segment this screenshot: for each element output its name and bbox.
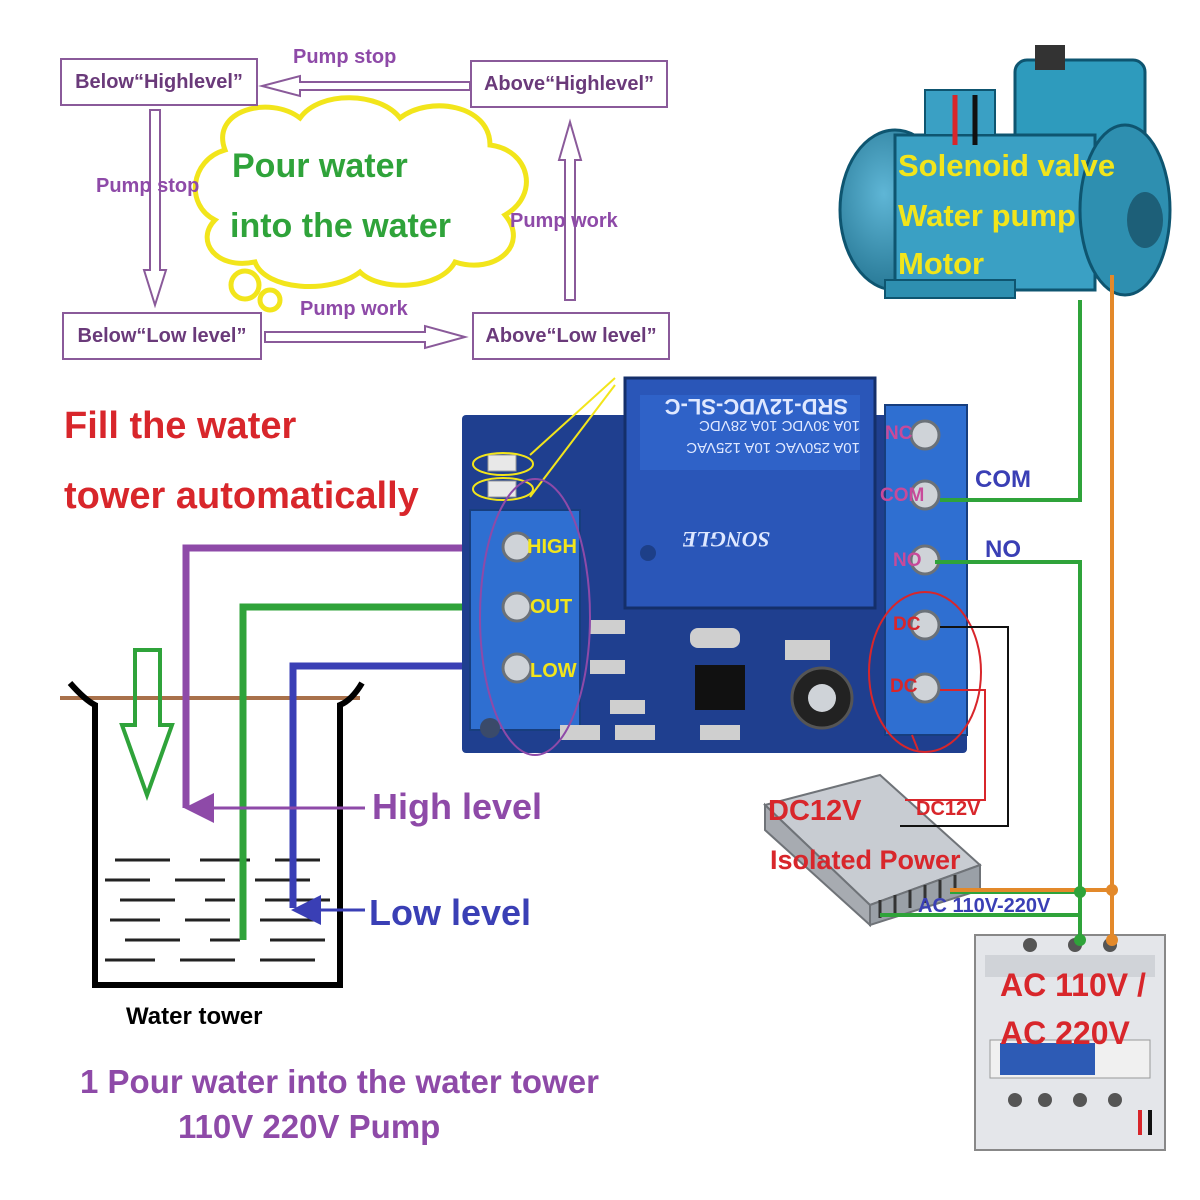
box-above-high-level: Above“Highlevel” [470,60,668,108]
thought-cloud [192,95,529,313]
terminal-out-label: OUT [530,596,573,618]
breaker-label-line2: AC 220V [1000,1015,1130,1051]
probe-wires [182,544,520,940]
arrow-right-label: Pump work [510,210,618,232]
caption-line2: 110V 220V Pump [178,1108,441,1145]
led-power [487,454,517,472]
water-tower [60,648,365,988]
relay-board [462,376,982,756]
arrow-left-label: Pump stop [96,175,200,197]
title-line1: Fill the water [64,405,297,447]
circuit-breaker [974,934,1166,1151]
relay-rating-line1: 10A 250VAC 10A 125VAC [686,439,860,456]
relay-rating-line2: 10A 30VDC 10A 28VDC [699,417,860,434]
cloud-text-line1: Pour water [232,147,408,185]
terminal-low-label: LOW [530,660,577,682]
arrow-right-up [557,118,583,301]
power-label-line2: Isolated Power [770,845,961,875]
pump-label-line1: Solenoid valve [898,148,1116,183]
box-below-low-label: Below“Low level” [77,324,247,347]
dc12v-wire-label: DC12V [916,798,981,820]
probe-terminal-highlight [479,478,591,756]
wire-com-label: COM [975,466,1031,493]
inflow-arrow-icon [119,648,175,801]
terminal-high-label: HIGH [527,536,577,558]
low-level-label: Low level [369,892,532,933]
power-label-line1: DC12V [768,795,862,827]
cloud-text-line2: into the water [230,207,452,245]
terminal-dc2-label: DC [890,676,918,697]
arrow-top-label: Pump stop [293,46,397,68]
flow-chart [142,74,583,350]
high-level-label: High level [372,786,543,827]
wire-no-label: NO [985,536,1021,563]
pump-label-line2: Water pump [898,198,1076,233]
box-above-low-label: Above“Low level” [485,324,657,347]
terminal-dc1-label: DC [893,614,921,635]
arrow-left-down [142,109,168,309]
terminal-no-label: NO [893,550,922,571]
relay-brand-label: SONGLE [681,527,770,552]
arrow-bottom-right [264,324,469,350]
box-below-high-level: Below“Highlevel” [60,58,258,106]
box-below-low-level: Below“Low level” [62,312,262,360]
terminal-com-label: COM [880,485,925,506]
mains-wiring [880,275,1118,946]
pump-label-line3: Motor [898,246,985,281]
water-tower-label: Water tower [126,1003,263,1030]
water-pump [838,45,1172,299]
title-line2: tower automatically [64,475,419,517]
box-above-high-label: Above“Highlevel” [483,72,655,95]
ac-input-label: AC 110V-220V [918,895,1051,917]
breaker-label-line1: AC 110V / [1000,967,1146,1003]
arrow-top-left [258,74,471,98]
terminal-nc-label: NC [885,423,913,444]
led-relay [487,480,517,498]
box-above-low-level: Above“Low level” [472,312,670,360]
box-below-high-label: Below“Highlevel” [75,70,243,93]
relay-model-label: SRD-12VDC-SL-C [664,394,848,419]
dc-wiring [900,626,1009,827]
arrow-bottom-label: Pump work [300,298,408,320]
caption-line1: 1 Pour water into the water tower [80,1063,599,1100]
dc-terminal-highlight [868,591,982,753]
isolated-power-supply [763,773,982,928]
